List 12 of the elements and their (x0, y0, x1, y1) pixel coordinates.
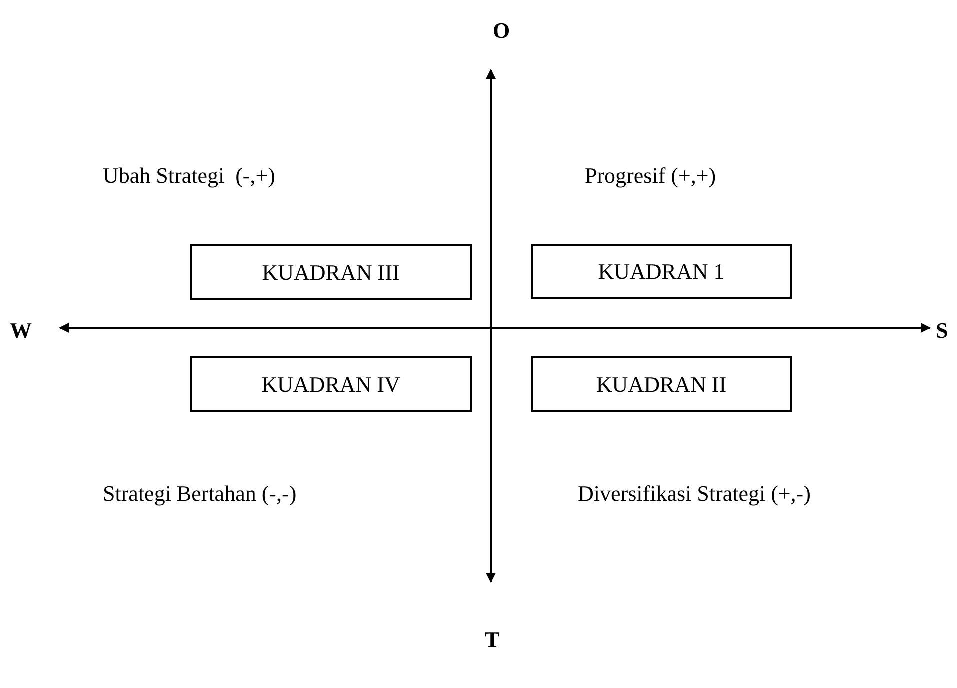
quadrant-box: KUADRAN 1 (531, 244, 792, 299)
axis-label: O (493, 17, 510, 45)
quadrant-label: Ubah Strategi (-,+) (103, 162, 276, 190)
quadrant-label: Strategi Bertahan (-,-) (103, 480, 297, 508)
quadrant-box: KUADRAN II (531, 356, 792, 412)
quadrant-label: Diversifikasi Strategi (+,-) (578, 480, 811, 508)
quadrant-box: KUADRAN IV (190, 356, 472, 412)
quadrant-label: Progresif (+,+) (585, 162, 716, 190)
quadrant-box: KUADRAN III (190, 244, 472, 300)
axis-label: W (10, 317, 32, 345)
axis-label: T (485, 626, 500, 654)
axis-label: S (936, 317, 948, 345)
